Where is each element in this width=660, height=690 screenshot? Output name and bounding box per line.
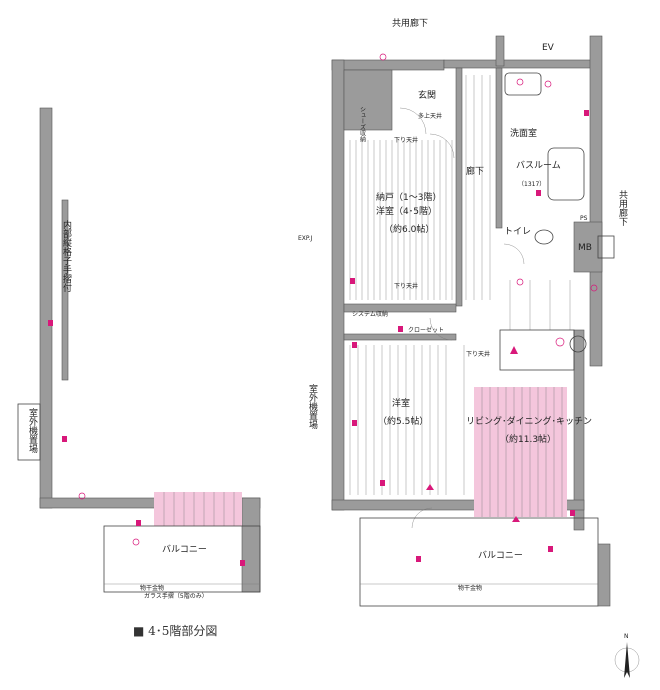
north-arrow: N [614,633,640,678]
label-yoshitsu: 洋室 [392,397,410,409]
label-ldk: リビング･ダイニング･キッチン [466,415,592,427]
label-yoshitsu-45: 洋室（4･5階） [376,205,437,217]
label-corridor-top: 共用廊下 [392,17,428,29]
label-system: システム収納 [352,310,388,318]
wall-top-right [443,59,595,69]
bathtub [547,147,585,201]
label-outdoor-left: 室外機置場 [27,407,38,454]
door-swing-balcony [411,507,433,529]
left-wall-inner [61,199,69,381]
balcony-right-post [597,543,611,607]
label-genkan-sub: 多上天井 [418,112,442,120]
label-senmenjo: 洗面室 [510,127,537,139]
label-kaiden-3: 下り天井 [466,350,490,358]
ldk-highlight [474,387,567,517]
label-naibu: 内部縦格子手摺付 [61,219,72,293]
mb-box [597,235,615,259]
electrical-markers [350,53,598,562]
wall-bath-left [495,67,503,229]
door-swing-bedroom2 [429,317,453,341]
door-swing-genkan [399,107,427,135]
door-swing-toilet [503,243,525,265]
label-toilet: トイレ [504,227,531,237]
north-label: N [624,633,629,640]
stove [569,335,587,353]
label-nando: 納戸（1～3階） [376,191,441,203]
washbasin [504,72,542,96]
toilet-bowl [534,229,554,245]
left-balcony-pink [154,492,242,526]
left-markers [48,320,245,566]
label-expj: EXP.J [298,235,312,242]
floor-hatch-lower [349,345,447,495]
label-outdoor-unit: 室外機置場 [307,383,318,430]
label-yoshitsu-size: （約5.5帖） [378,415,428,427]
label-genkan: 玄関 [418,89,436,101]
wall-right-lower [573,329,585,531]
label-balcony-left: バルコニー [162,544,207,555]
label-ps: PS [580,215,588,222]
label-nando-size: （約6.0帖） [384,223,434,235]
label-mb: MB [578,243,592,253]
plan-caption: ■ 4･5階部分図 [133,624,218,638]
wall-corridor-mid [455,67,463,307]
label-hoshi-right: 物干金物 [458,584,482,592]
left-outdoor-box [17,403,41,461]
wall-left [331,59,345,511]
label-ldk-size: （約11.3帖） [500,433,556,445]
label-bath-size: （1317） [518,181,545,188]
wall-room-split [343,303,457,313]
wall-mb [573,221,603,273]
floor-hatch-corridor [465,75,571,330]
label-hoshi-left: 物干金物 [140,584,164,592]
label-corridor-right: 共用廊下 [617,190,628,227]
left-balcony-hatch [163,492,235,526]
left-wall-outer [39,107,53,509]
balcony-right-outline [359,517,599,607]
door-swing-bedroom1 [429,133,455,159]
wall-bottom [331,499,585,511]
label-shoes: シューズ収納 [359,106,366,143]
ldk-hatch [463,345,563,517]
label-balcony-right: バルコニー [478,550,523,561]
label-roka: 廊下 [466,165,484,177]
left-wall-post [241,497,261,593]
label-kaiden-2: 下り天井 [394,282,418,290]
label-ev: EV [542,43,555,53]
wall-top-left [331,59,445,71]
label-kaiden-1: 下り天井 [394,136,418,144]
wall-ev-left [495,35,505,67]
wall-genkan-left [343,69,393,131]
label-glass-note: ガラス手摺（5階のみ） [144,592,208,600]
wall-closet [343,333,457,341]
left-balcony-outline [103,525,261,593]
label-bath: バスルーム [516,160,561,171]
label-closet: クローゼット [408,326,444,334]
floor-hatch-upper [349,140,453,300]
kitchen-counter [499,329,575,371]
wall-right-upper [589,35,603,367]
